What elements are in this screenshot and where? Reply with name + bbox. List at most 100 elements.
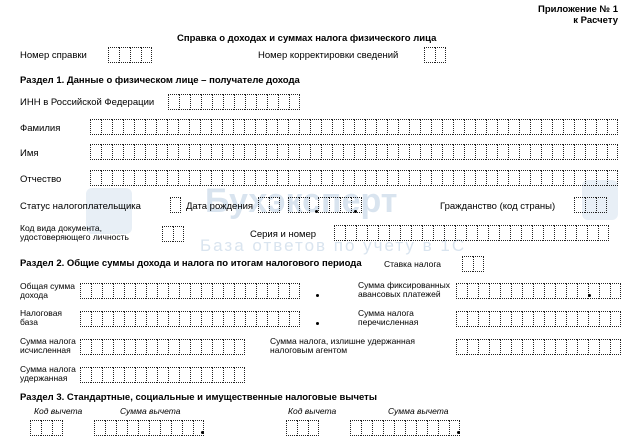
input-cell[interactable] xyxy=(134,144,145,160)
input-cell[interactable] xyxy=(343,119,354,135)
input-cell[interactable] xyxy=(146,339,157,355)
input-cell[interactable] xyxy=(200,170,211,186)
input-cell[interactable] xyxy=(145,170,156,186)
input-cell[interactable] xyxy=(387,119,398,135)
input-cell[interactable] xyxy=(321,144,332,160)
input-cell[interactable] xyxy=(211,119,222,135)
input-cell[interactable] xyxy=(610,311,621,327)
input-cell[interactable] xyxy=(405,420,416,436)
input-cell[interactable] xyxy=(267,94,278,110)
input-cell[interactable] xyxy=(168,94,179,110)
input-cell[interactable] xyxy=(277,144,288,160)
input-cell[interactable] xyxy=(212,94,223,110)
input-cell[interactable] xyxy=(478,283,489,299)
input-cell[interactable] xyxy=(354,119,365,135)
input-cell[interactable] xyxy=(596,119,607,135)
input-cell[interactable] xyxy=(519,144,530,160)
input-cell[interactable] xyxy=(552,170,563,186)
input-cell[interactable] xyxy=(332,170,343,186)
surname-field[interactable] xyxy=(90,119,618,135)
input-cell[interactable] xyxy=(431,170,442,186)
input-cell[interactable] xyxy=(607,144,618,160)
input-cell[interactable] xyxy=(80,311,91,327)
input-cell[interactable] xyxy=(367,225,378,241)
input-cell[interactable] xyxy=(288,170,299,186)
input-cell[interactable] xyxy=(288,197,299,213)
input-cell[interactable] xyxy=(200,144,211,160)
input-cell[interactable] xyxy=(453,170,464,186)
input-cell[interactable] xyxy=(444,225,455,241)
input-cell[interactable] xyxy=(299,197,310,213)
input-cell[interactable] xyxy=(146,367,157,383)
input-cell[interactable] xyxy=(190,339,201,355)
input-cell[interactable] xyxy=(588,283,599,299)
input-cell[interactable] xyxy=(193,420,204,436)
inn-field[interactable] xyxy=(168,94,300,110)
tax-excess-field[interactable] xyxy=(456,339,621,355)
input-cell[interactable] xyxy=(350,420,361,436)
input-cell[interactable] xyxy=(173,226,184,242)
input-cell[interactable] xyxy=(310,170,321,186)
input-cell[interactable] xyxy=(277,170,288,186)
input-cell[interactable] xyxy=(424,47,435,63)
input-cell[interactable] xyxy=(585,170,596,186)
input-cell[interactable] xyxy=(168,339,179,355)
input-cell[interactable] xyxy=(267,311,278,327)
input-cell[interactable] xyxy=(416,420,427,436)
input-cell[interactable] xyxy=(233,170,244,186)
input-cell[interactable] xyxy=(607,170,618,186)
input-cell[interactable] xyxy=(372,420,383,436)
input-cell[interactable] xyxy=(486,170,497,186)
input-cell[interactable] xyxy=(170,197,181,213)
input-cell[interactable] xyxy=(596,144,607,160)
input-cell[interactable] xyxy=(91,283,102,299)
input-cell[interactable] xyxy=(171,420,182,436)
input-cell[interactable] xyxy=(466,225,477,241)
fixed-advance-field[interactable] xyxy=(456,283,621,299)
deduction-code-field-1[interactable] xyxy=(30,420,63,436)
input-cell[interactable] xyxy=(162,226,173,242)
input-cell[interactable] xyxy=(168,367,179,383)
input-cell[interactable] xyxy=(356,225,367,241)
input-cell[interactable] xyxy=(554,225,565,241)
input-cell[interactable] xyxy=(409,144,420,160)
input-cell[interactable] xyxy=(234,339,245,355)
input-cell[interactable] xyxy=(130,47,141,63)
input-cell[interactable] xyxy=(190,283,201,299)
input-cell[interactable] xyxy=(332,119,343,135)
input-cell[interactable] xyxy=(108,47,119,63)
input-cell[interactable] xyxy=(113,311,124,327)
input-cell[interactable] xyxy=(90,119,101,135)
input-cell[interactable] xyxy=(475,119,486,135)
input-cell[interactable] xyxy=(563,144,574,160)
input-cell[interactable] xyxy=(467,311,478,327)
input-cell[interactable] xyxy=(563,170,574,186)
input-cell[interactable] xyxy=(101,144,112,160)
input-cell[interactable] xyxy=(587,225,598,241)
input-cell[interactable] xyxy=(168,283,179,299)
input-cell[interactable] xyxy=(278,283,289,299)
input-cell[interactable] xyxy=(212,283,223,299)
tax-calculated-field[interactable] xyxy=(80,339,245,355)
input-cell[interactable] xyxy=(201,283,212,299)
input-cell[interactable] xyxy=(90,144,101,160)
input-cell[interactable] xyxy=(488,225,499,241)
input-cell[interactable] xyxy=(286,420,297,436)
input-cell[interactable] xyxy=(530,119,541,135)
input-cell[interactable] xyxy=(383,420,394,436)
input-cell[interactable] xyxy=(532,225,543,241)
input-cell[interactable] xyxy=(167,119,178,135)
input-cell[interactable] xyxy=(277,119,288,135)
input-cell[interactable] xyxy=(156,144,167,160)
input-cell[interactable] xyxy=(127,420,138,436)
deduction-sum-field-1[interactable] xyxy=(94,420,204,436)
input-cell[interactable] xyxy=(566,311,577,327)
input-cell[interactable] xyxy=(157,339,168,355)
input-cell[interactable] xyxy=(258,197,269,213)
input-cell[interactable] xyxy=(576,225,587,241)
input-cell[interactable] xyxy=(345,225,356,241)
input-cell[interactable] xyxy=(222,119,233,135)
patronymic-field[interactable] xyxy=(90,170,618,186)
input-cell[interactable] xyxy=(212,311,223,327)
input-cell[interactable] xyxy=(211,170,222,186)
